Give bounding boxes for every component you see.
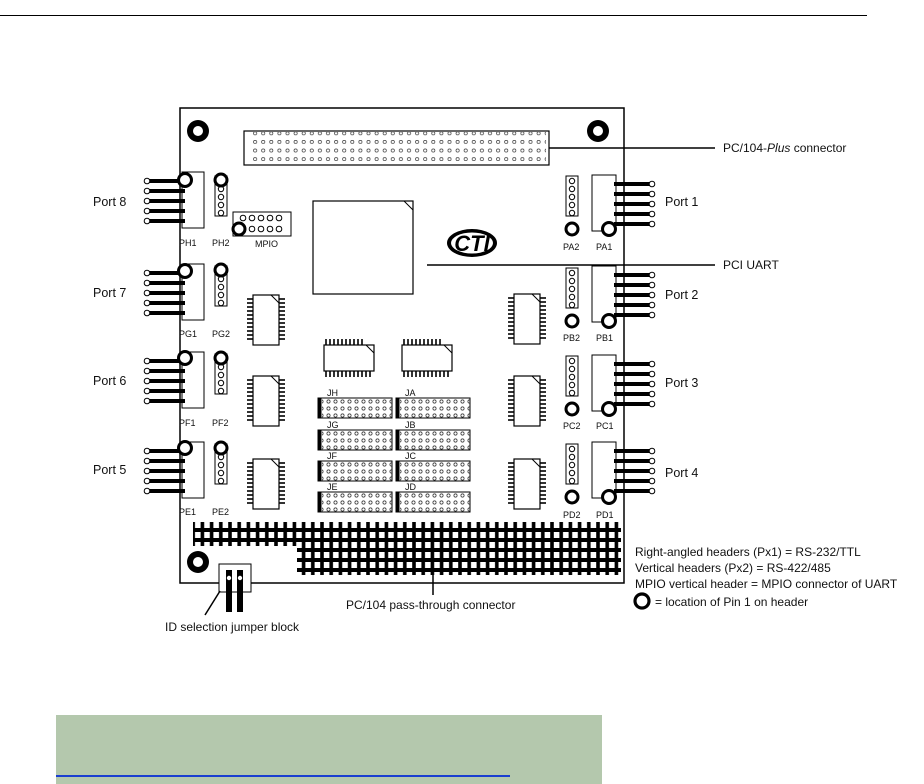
- jf-label: JF: [327, 451, 338, 461]
- port6-label: Port 6: [93, 374, 126, 388]
- cti-logo: CTI: [447, 229, 497, 257]
- pc2-label: PC2: [563, 421, 581, 431]
- jh-label: JH: [327, 388, 338, 398]
- port5-header: [143, 440, 229, 499]
- port6-header: [143, 350, 229, 409]
- ph2-label: PH2: [212, 238, 230, 248]
- jumper-jh: [317, 397, 393, 419]
- jumper-ja: [395, 397, 471, 419]
- mpio-label: MPIO: [255, 239, 278, 249]
- pf2-label: PF2: [212, 418, 229, 428]
- jd-label: JD: [405, 482, 417, 492]
- pa2-label: PA2: [563, 242, 579, 252]
- pc104-passthrough-connector: [193, 522, 621, 575]
- jumper-jd: [395, 491, 471, 513]
- jb-label: JB: [405, 420, 416, 430]
- pd2-label: PD2: [563, 510, 581, 520]
- legend-line-3: MPIO vertical header = MPIO connector of…: [635, 577, 898, 591]
- pg1-label: PG1: [179, 329, 197, 339]
- pci-uart-chip: [312, 200, 414, 295]
- jumper-jc: [395, 460, 471, 482]
- legend-line-2: Vertical headers (Px2) = RS-422/485: [635, 561, 831, 575]
- pg2-label: PG2: [212, 329, 230, 339]
- jumper-jg: [317, 429, 393, 451]
- svg-text:PC/104-Plus connector: PC/104-Plus connector: [723, 141, 846, 155]
- jumper-je: [317, 491, 393, 513]
- pc104-plus-label-italic: Plus: [767, 141, 790, 155]
- jc-label: JC: [405, 451, 417, 461]
- jumper-jf: [317, 460, 393, 482]
- port1-header: [564, 174, 656, 237]
- transceiver-chip-center-1: [323, 338, 375, 378]
- transceiver-chip-right-2: [507, 375, 547, 427]
- hyperlink-underline[interactable]: [56, 775, 510, 777]
- pb2-label: PB2: [563, 333, 580, 343]
- port5-label: Port 5: [93, 463, 126, 477]
- pe2-label: PE2: [212, 507, 229, 517]
- pc104-plus-label-suffix: connector: [790, 141, 846, 155]
- ph1-label: PH1: [179, 238, 197, 248]
- id-selection-jumper-block: [204, 563, 252, 616]
- port4-label: Port 4: [665, 466, 698, 480]
- pd1-label: PD1: [596, 510, 614, 520]
- jg-label: JG: [327, 420, 339, 430]
- ja-label: JA: [405, 388, 416, 398]
- transceiver-chip-center-2: [401, 338, 453, 378]
- transceiver-chip-left-3: [246, 458, 286, 510]
- port7-label: Port 7: [93, 286, 126, 300]
- port2-header: [564, 265, 656, 329]
- port8-label: Port 8: [93, 195, 126, 209]
- pci-uart-label: PCI UART: [723, 258, 779, 272]
- transceiver-chip-left-2: [246, 375, 286, 427]
- legend-line-1: Right-angled headers (Px1) = RS-232/TTL: [635, 545, 861, 559]
- port4-header: [564, 441, 656, 505]
- pa1-label: PA1: [596, 242, 612, 252]
- pb1-label: PB1: [596, 333, 613, 343]
- id-jumper-label: ID selection jumper block: [165, 620, 300, 634]
- port8-header: [143, 171, 229, 229]
- passthrough-label: PC/104 pass-through connector: [346, 598, 515, 612]
- page-top-rule: [0, 15, 867, 16]
- transceiver-chip-right-1: [507, 293, 547, 345]
- pe1-label: PE1: [179, 507, 196, 517]
- pf1-label: PF1: [179, 418, 196, 428]
- highlight-box: [56, 715, 602, 784]
- port3-header: [564, 354, 656, 417]
- transceiver-chip-right-3: [507, 458, 547, 510]
- port3-label: Port 3: [665, 376, 698, 390]
- svg-text:CTI: CTI: [454, 231, 490, 256]
- mpio-header: [231, 211, 292, 237]
- je-label: JE: [327, 482, 338, 492]
- pc1-label: PC1: [596, 421, 614, 431]
- pin1-marker-icon: [633, 592, 651, 610]
- transceiver-chip-left-1: [246, 294, 286, 346]
- port7-header: [143, 262, 229, 321]
- legend-line-4: = location of Pin 1 on header: [655, 595, 808, 609]
- port1-label: Port 1: [665, 195, 698, 209]
- pc104-plus-label-prefix: PC/104-: [723, 141, 767, 155]
- port2-label: Port 2: [665, 288, 698, 302]
- jumper-jb: [395, 429, 471, 451]
